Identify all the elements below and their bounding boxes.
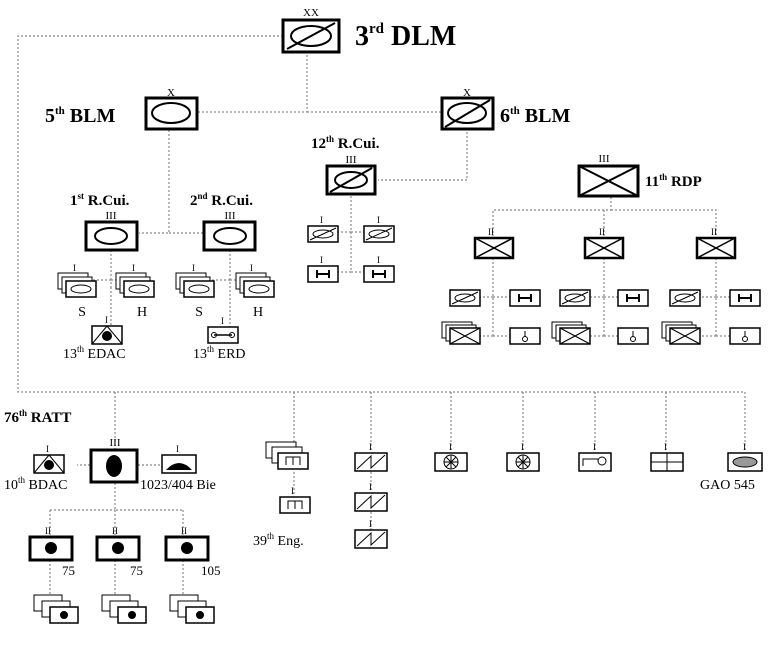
svg-text:I: I bbox=[743, 442, 746, 452]
svg-text:10th BDAC: 10th BDAC bbox=[4, 475, 67, 493]
svg-text:H: H bbox=[137, 305, 147, 320]
support-units: 39th Eng. GAO 545 bbox=[253, 441, 763, 549]
svg-text:III: III bbox=[346, 154, 357, 166]
svg-text:I: I bbox=[521, 442, 524, 452]
svg-text:75: 75 bbox=[130, 563, 143, 578]
svg-text:76th RATT: 76th RATT bbox=[4, 408, 71, 426]
svg-text:I: I bbox=[449, 442, 452, 452]
svg-text:39th Eng.: 39th Eng. bbox=[253, 531, 304, 549]
r12-squadrons bbox=[307, 225, 395, 283]
echelon-marker: XX bbox=[303, 7, 319, 19]
regiment-2-node: 2nd R.Cui. III bbox=[190, 191, 257, 252]
svg-text:H: H bbox=[253, 305, 263, 320]
svg-text:III: III bbox=[599, 153, 610, 165]
svg-text:II: II bbox=[711, 227, 717, 237]
svg-text:GAO 545: GAO 545 bbox=[700, 478, 755, 493]
svg-text:105: 105 bbox=[201, 563, 221, 578]
brigade-6-node: X 6th BLM bbox=[440, 87, 570, 131]
svg-text:II: II bbox=[488, 227, 494, 237]
svg-text:13th ERD: 13th ERD bbox=[193, 344, 246, 362]
svg-text:III: III bbox=[106, 210, 117, 222]
erd-node: 13th ERD bbox=[193, 326, 246, 362]
svg-text:I: I bbox=[73, 263, 76, 273]
svg-text:I: I bbox=[192, 263, 195, 273]
svg-text:I: I bbox=[105, 315, 108, 325]
artillery-groups: 75 75 105 bbox=[28, 535, 221, 624]
svg-text:I: I bbox=[132, 263, 135, 273]
svg-text:I: I bbox=[369, 482, 372, 492]
svg-text:13th EDAC: 13th EDAC bbox=[63, 344, 126, 362]
svg-text:12th R.Cui.: 12th R.Cui. bbox=[311, 134, 380, 152]
svg-text:I: I bbox=[369, 519, 372, 529]
svg-text:I: I bbox=[46, 444, 49, 454]
svg-text:X: X bbox=[463, 87, 471, 99]
edac-node: 13th EDAC bbox=[63, 325, 126, 362]
svg-text:I: I bbox=[176, 444, 179, 454]
rdp-companies bbox=[441, 289, 761, 345]
brigade-6-label: 6th BLM bbox=[500, 105, 570, 127]
svg-text:S: S bbox=[195, 305, 203, 320]
svg-text:I: I bbox=[377, 255, 380, 265]
svg-text:75: 75 bbox=[62, 563, 75, 578]
svg-text:I: I bbox=[221, 316, 224, 326]
regiment-12-node: 12th R.Cui. III bbox=[311, 134, 380, 196]
division-node: XX 3rd DLM bbox=[281, 7, 456, 54]
svg-text:I: I bbox=[291, 486, 294, 496]
svg-text:2nd R.Cui.: 2nd R.Cui. bbox=[190, 191, 253, 209]
brigade-5-label: 5th BLM bbox=[45, 105, 115, 127]
svg-text:S: S bbox=[78, 305, 86, 320]
squadron-group: S H S H bbox=[57, 272, 275, 320]
brigade-5-node: X 5th BLM bbox=[45, 87, 199, 131]
svg-text:I: I bbox=[369, 442, 372, 452]
svg-text:III: III bbox=[225, 210, 236, 222]
svg-text:I: I bbox=[250, 263, 253, 273]
svg-text:I: I bbox=[593, 442, 596, 452]
svg-text:X: X bbox=[167, 87, 175, 99]
svg-text:II: II bbox=[181, 526, 187, 536]
ratt-node: 76th RATT III 10th BDAC 1023/404 Bie bbox=[4, 408, 216, 493]
svg-text:II: II bbox=[45, 526, 51, 536]
rdp-battalions bbox=[473, 236, 737, 260]
svg-text:I: I bbox=[377, 215, 380, 225]
division-title: 3rd DLM bbox=[355, 21, 456, 52]
svg-text:II: II bbox=[112, 526, 118, 536]
svg-text:1st R.Cui.: 1st R.Cui. bbox=[70, 191, 130, 209]
svg-text:I: I bbox=[320, 215, 323, 225]
svg-text:I: I bbox=[664, 442, 667, 452]
regiment-11-node: III 11th RDP bbox=[577, 153, 702, 198]
svg-text:11th RDP: 11th RDP bbox=[645, 172, 702, 190]
svg-text:1023/404 Bie: 1023/404 Bie bbox=[140, 478, 216, 493]
connector-lines bbox=[17, 35, 746, 600]
svg-text:III: III bbox=[110, 437, 121, 449]
regiment-1-node: 1st R.Cui. III bbox=[70, 191, 139, 252]
svg-text:II: II bbox=[599, 227, 605, 237]
svg-text:I: I bbox=[320, 255, 323, 265]
